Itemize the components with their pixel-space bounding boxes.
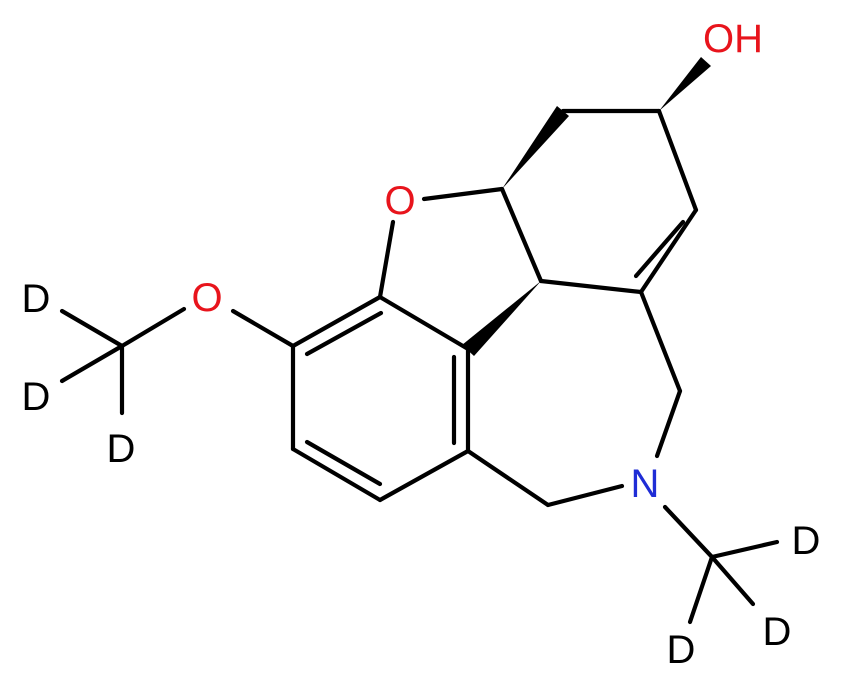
bond-ch2-n [545, 483, 625, 508]
wedge-bond-c3-c4 [502, 106, 569, 189]
bond-ar6-o [230, 308, 296, 349]
atom-labels: OH O O N D D D D D D [22, 17, 821, 672]
bond-ar3-ar4 [377, 448, 471, 503]
deuterium-label-6: D [667, 628, 696, 672]
bond-c3-o [421, 186, 505, 202]
alkene-bond-inner [633, 219, 686, 279]
ring-oxygen-label: O [384, 179, 415, 223]
bond-o-cd3 [119, 306, 187, 349]
bond-cd3-d2 [59, 343, 125, 384]
deuterium-label-5: D [763, 610, 792, 654]
bond-cd3-d1 [59, 308, 125, 349]
wedge-bonds [462, 57, 711, 356]
bond-ch2-c7 [638, 289, 683, 394]
aromatic-bond-c2-c6-outer [290, 294, 383, 349]
bond-ncd3-d5 [709, 554, 756, 607]
bond-n-cd3 [662, 504, 715, 560]
bond-c7-c8a [538, 278, 644, 295]
bond-o-c2 [377, 219, 396, 300]
bonds [59, 108, 780, 625]
aromatic-bond-ar4-ar5-outer [290, 446, 383, 503]
bond-ar1-ar2 [377, 294, 471, 352]
nitrogen-label: N [631, 462, 660, 506]
aromatic-bond-ar4-ar5-inner [304, 439, 383, 487]
deuterium-label-4: D [792, 519, 821, 563]
deuterium-label-1: D [22, 277, 51, 321]
aromatic-bond-c2-c6-inner [304, 310, 384, 357]
deuterium-label-3: D [107, 427, 136, 471]
wedge-bond-c5-oh [659, 57, 711, 111]
bond-n-ch2 [654, 388, 683, 459]
hydroxyl-label: OH [703, 17, 763, 61]
bond-ncd3-d4 [709, 539, 780, 560]
bond-c5-c6 [656, 108, 699, 213]
wedge-bond-c8a-ar [462, 281, 541, 356]
bond-ncd3-d6 [687, 554, 715, 625]
deuterium-label-2: D [22, 375, 51, 419]
bond-ar4-ch2 [465, 448, 551, 508]
ether-oxygen-label: O [191, 276, 222, 320]
alkene-bond-outer [638, 207, 699, 295]
bond-c8a-c3 [499, 186, 544, 284]
double-bonds [290, 207, 699, 503]
